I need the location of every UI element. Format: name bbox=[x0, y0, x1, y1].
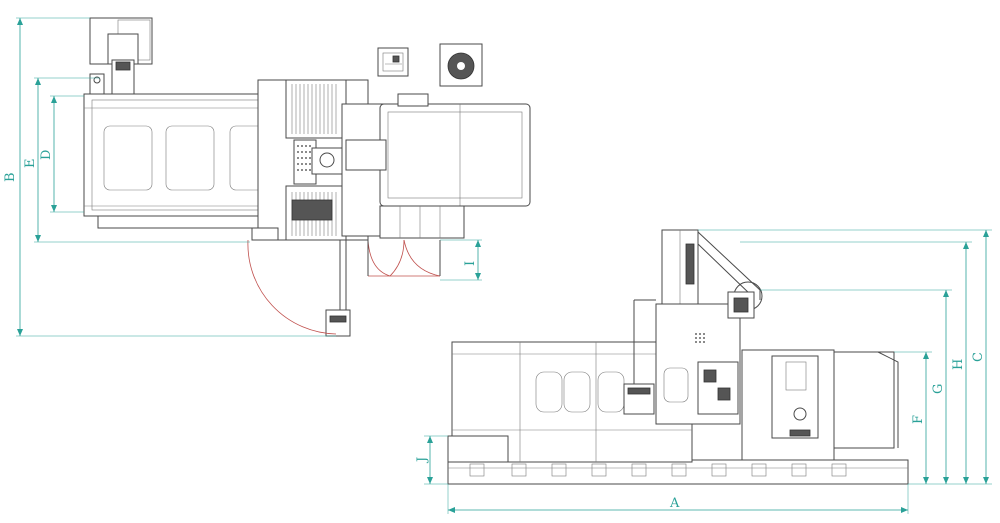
top-motor-unit bbox=[89, 17, 153, 97]
operator-panel-top bbox=[251, 227, 351, 337]
enclosure-front bbox=[447, 341, 693, 463]
dim-label-d: D bbox=[39, 150, 54, 160]
dim-label-c: C bbox=[971, 352, 986, 362]
front-view bbox=[424, 229, 992, 514]
machine-base-front bbox=[447, 459, 909, 485]
right-cabinet-front bbox=[741, 349, 899, 461]
cooling-fan-unit bbox=[439, 43, 483, 87]
front-view-dimensions bbox=[424, 229, 992, 514]
dim-label-f: F bbox=[911, 415, 926, 424]
machine-bed-top bbox=[83, 93, 289, 229]
electric-cabinet bbox=[377, 47, 409, 77]
dim-label-j: J bbox=[415, 457, 430, 464]
dim-label-h: H bbox=[951, 359, 966, 370]
dim-label-a: A bbox=[669, 496, 680, 511]
dim-label-e: E bbox=[23, 159, 38, 169]
top-view-dimensions bbox=[16, 17, 482, 337]
spindle-head-front bbox=[623, 291, 755, 425]
door-swing-arcs bbox=[247, 239, 441, 335]
head-block-top bbox=[341, 93, 531, 239]
dim-label-g: G bbox=[931, 384, 946, 394]
dim-label-i: I bbox=[463, 261, 478, 266]
dim-label-b: B bbox=[3, 172, 18, 182]
top-view bbox=[16, 17, 531, 337]
